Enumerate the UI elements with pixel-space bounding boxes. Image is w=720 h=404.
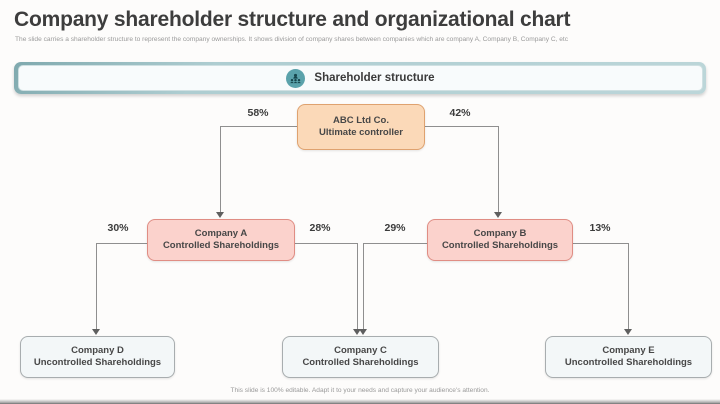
node-line1: Company A [194, 227, 248, 239]
node-line1: Company C [334, 344, 387, 356]
node-line2: Uncontrolled Shareholdings [33, 357, 162, 368]
node-line2: Uncontrolled Shareholdings [564, 357, 693, 368]
node-line2: Controlled Shareholdings [302, 357, 419, 368]
page-title: Company shareholder structure and organi… [14, 8, 571, 31]
people-group-icon [286, 68, 306, 88]
edge-label-58: 58% [247, 107, 269, 119]
edge-label-28: 28% [309, 222, 331, 234]
connector-abc-a-h [220, 126, 297, 127]
node-line1: Company E [602, 344, 655, 356]
page-subtitle: The slide carries a shareholder structur… [15, 36, 569, 43]
node-company-c: Company C Controlled Shareholdings [282, 336, 439, 378]
connector-b-e-h [571, 243, 628, 244]
node-line1: ABC Ltd Co. [333, 114, 389, 126]
connector-b-e-v [628, 243, 629, 330]
shareholder-structure-banner: Shareholder structure [14, 62, 706, 94]
connector-a-c-v [357, 243, 358, 330]
connector-abc-b-h [423, 126, 498, 127]
connector-a-c-h [293, 243, 357, 244]
arrowhead-to-company-a [216, 212, 224, 218]
connector-abc-b-v [498, 126, 499, 213]
edge-label-29: 29% [384, 222, 406, 234]
connector-b-c-v [363, 243, 364, 330]
arrowhead-to-company-b [494, 212, 502, 218]
node-abc-ultimate-controller: ABC Ltd Co. Ultimate controller [297, 104, 425, 150]
edge-label-30: 30% [107, 222, 129, 234]
arrowhead-b-to-company-c [359, 329, 367, 335]
edge-label-13: 13% [589, 222, 611, 234]
connector-a-d-h [96, 243, 147, 244]
node-company-a: Company A Controlled Shareholdings [147, 219, 295, 261]
arrowhead-to-company-e [624, 329, 632, 335]
arrowhead-a-to-company-c [353, 329, 361, 335]
edge-label-42: 42% [449, 107, 471, 119]
banner-inner: Shareholder structure [18, 65, 703, 91]
node-line2: Controlled Shareholdings [441, 240, 559, 251]
node-company-d: Company D Uncontrolled Shareholdings [20, 336, 175, 378]
connector-a-d-v [96, 243, 97, 330]
arrowhead-to-company-d [92, 329, 100, 335]
bottom-edge-strip [0, 399, 720, 404]
connector-abc-a-v [220, 126, 221, 213]
node-line1: Company B [473, 227, 527, 239]
connector-b-c-h [363, 243, 427, 244]
node-line1: Company D [71, 344, 124, 356]
node-company-e: Company E Uncontrolled Shareholdings [545, 336, 712, 378]
footer-note: This slide is 100% editable. Adapt it to… [230, 387, 490, 394]
banner-label: Shareholder structure [314, 72, 435, 84]
node-company-b: Company B Controlled Shareholdings [427, 219, 573, 261]
node-line2: Ultimate controller [319, 127, 403, 138]
node-line2: Controlled Shareholdings [162, 240, 280, 251]
